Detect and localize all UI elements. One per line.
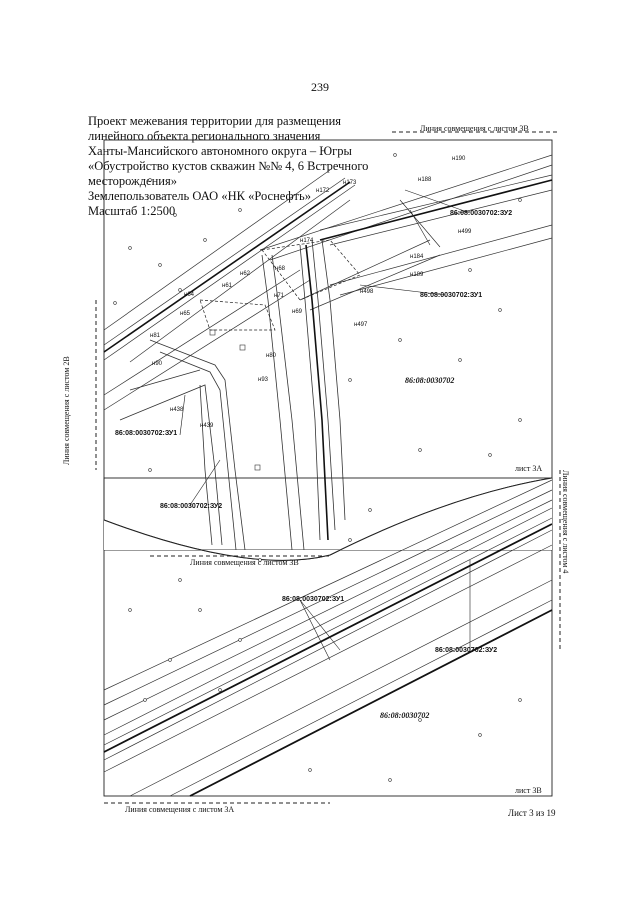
point-label: н62 bbox=[240, 271, 250, 277]
title-line: Проект межевания территории для размещен… bbox=[88, 114, 342, 128]
point-label: н71 bbox=[274, 293, 284, 299]
title-line: Масштаб 1:2500 bbox=[88, 204, 176, 218]
parcel-label: 86:08:0030702:ЗУ2 bbox=[435, 647, 498, 654]
match-line-label-right: Линия совмещения с листом 4 bbox=[561, 470, 570, 574]
lower-map-frame bbox=[103, 477, 553, 797]
point-label: н80 bbox=[266, 353, 276, 359]
point-label: н65 bbox=[180, 311, 190, 317]
point-label: н90 bbox=[152, 361, 162, 367]
point-label: н184 bbox=[410, 254, 424, 260]
parcel-label: 86:08:0030702:ЗУ1 bbox=[115, 430, 178, 437]
parcel-label: 86:08:0030702:ЗУ1 bbox=[282, 596, 345, 603]
title-line: месторождения» bbox=[88, 174, 177, 188]
point-label: н172 bbox=[316, 188, 330, 194]
parcel-label: 86:08:0030702:ЗУ1 bbox=[420, 292, 483, 299]
point-label: н173 bbox=[343, 180, 357, 186]
title-line: линейного объекта регионального значения bbox=[88, 129, 321, 143]
survey-points bbox=[113, 153, 522, 782]
sheet-label-3a: лист 3А bbox=[515, 464, 543, 473]
upper-corridor-lines bbox=[103, 154, 553, 411]
lower-leader-lines bbox=[299, 560, 471, 661]
point-label: н69 bbox=[292, 309, 302, 315]
upper-road-heavy bbox=[103, 179, 553, 353]
lower-road-heavy bbox=[103, 523, 553, 797]
parcel-boundaries bbox=[199, 239, 361, 331]
sheet-label-3b: лист 3В bbox=[515, 786, 542, 795]
point-label: н64 bbox=[184, 292, 194, 298]
title-line: «Обустройство кустов скважин №№ 4, 6 Вст… bbox=[88, 159, 369, 173]
sheet-boundary-curve-upper bbox=[104, 440, 230, 470]
point-label: н499 bbox=[458, 229, 472, 235]
left-branch bbox=[119, 339, 246, 551]
point-label: н498 bbox=[360, 289, 374, 295]
title-line: Ханты-Мансийского автономного округа – Ю… bbox=[88, 144, 352, 158]
point-label: н81 bbox=[150, 333, 160, 339]
parcel-label: 86:08:0030702:ЗУ2 bbox=[450, 210, 513, 217]
sheet-footer: Лист 3 из 19 bbox=[508, 808, 556, 818]
parcel-label: 86:08:0030702:ЗУ2 bbox=[160, 503, 223, 510]
cadastral-block-lower: 86:08:0030702 bbox=[380, 711, 430, 720]
vertical-road bbox=[261, 239, 346, 551]
point-label: н93 bbox=[258, 377, 268, 383]
upper-map-frame bbox=[103, 139, 553, 551]
title-line: Землепользователь ОАО «НК «Роснефть» bbox=[88, 189, 311, 203]
cadastral-block-upper: 86:08:0030702 bbox=[405, 376, 455, 385]
match-line-label-bottom: Линия совмещения с листом 3А bbox=[125, 805, 235, 814]
point-label: н174 bbox=[300, 238, 314, 244]
match-line-label-middle: Линия совмещения с листом 3В bbox=[190, 558, 299, 567]
title-block: Проект межевания территории для размещен… bbox=[88, 114, 369, 219]
point-label: н61 bbox=[222, 283, 232, 289]
point-label: н68 bbox=[275, 266, 285, 272]
match-line-label-top: Линия совмещения с листом 3В bbox=[420, 124, 529, 133]
point-label: н189 bbox=[410, 272, 424, 278]
point-label: н497 bbox=[354, 322, 368, 328]
match-line-label-left: Линия совмещения с листом 2В bbox=[62, 356, 71, 465]
point-label: н439 bbox=[200, 423, 214, 429]
point-label: н438 bbox=[170, 407, 184, 413]
building-squares bbox=[209, 329, 261, 471]
point-label: н188 bbox=[418, 177, 432, 183]
page-number: 239 bbox=[311, 80, 329, 94]
point-label: н190 bbox=[452, 156, 466, 162]
lower-corridor-lines bbox=[103, 479, 553, 797]
leader-lines bbox=[179, 189, 471, 506]
